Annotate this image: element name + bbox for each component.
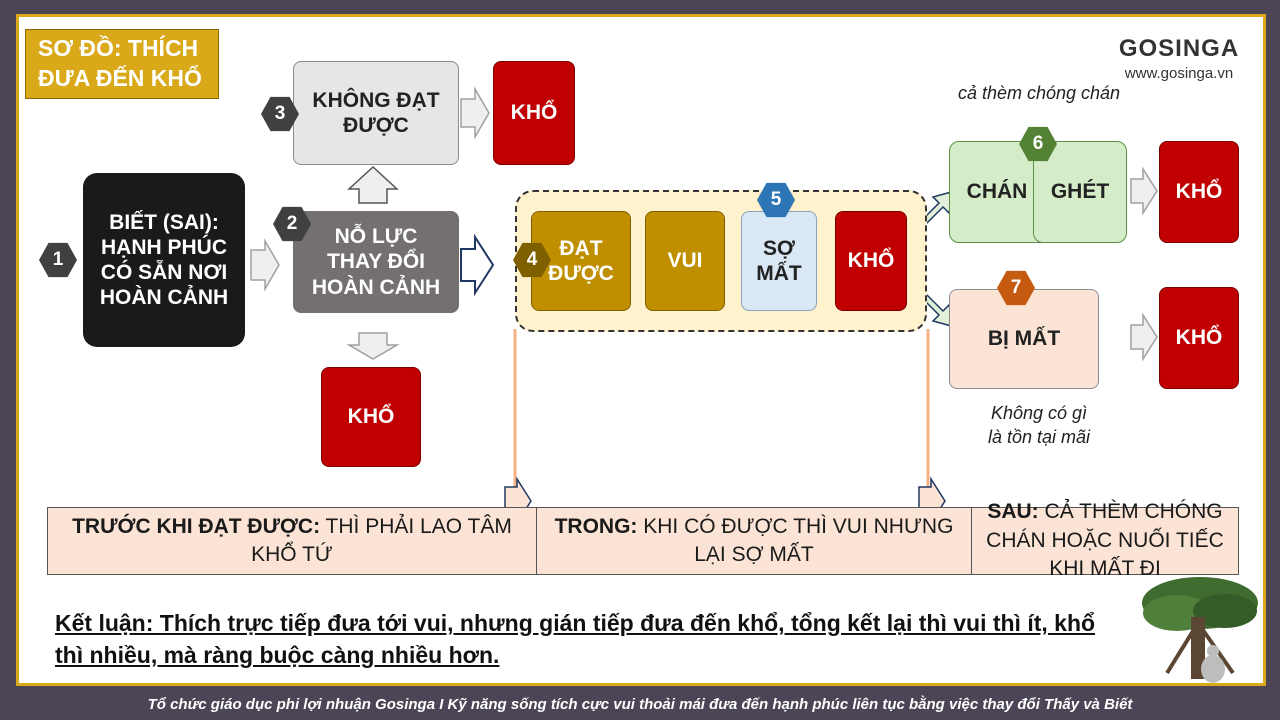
node-kho-group: KHỔ bbox=[835, 211, 907, 311]
arrow-right bbox=[460, 233, 495, 297]
arrow-right bbox=[1130, 166, 1158, 216]
node-so-mat: SỢ MẤT bbox=[741, 211, 817, 311]
phase-during: TRONG: KHI CÓ ĐƯỢC THÌ VUI NHƯNG LẠI SỢ … bbox=[537, 508, 972, 574]
phase-during-head: TRONG: bbox=[554, 514, 638, 538]
logo-brand: GOSINGA bbox=[1118, 35, 1240, 62]
tree-illustration bbox=[1142, 577, 1258, 683]
node-kho-bottom: KHỔ bbox=[321, 367, 421, 467]
badge-3: 3 bbox=[261, 96, 299, 132]
slide-canvas: SƠ ĐỒ: THÍCH ĐƯA ĐẾN KHỔ GOSINGA www.gos… bbox=[16, 14, 1266, 686]
note-ca-them: cả thèm chóng chán bbox=[957, 83, 1121, 103]
node-kho-right-top: KHỔ bbox=[1159, 141, 1239, 243]
conclusion-text: Kết luận: Thích trực tiếp đưa tới vui, n… bbox=[55, 610, 1096, 669]
phase-before-head: TRƯỚC KHI ĐẠT ĐƯỢC: bbox=[72, 514, 321, 538]
badge-1: 1 bbox=[39, 242, 77, 278]
node-no-luc: NỖ LỰC THAY ĐỔI HOÀN CẢNH bbox=[293, 211, 459, 313]
arrow-down bbox=[346, 332, 400, 360]
phase-table: TRƯỚC KHI ĐẠT ĐƯỢC: THÌ PHẢI LAO TÂM KHỔ… bbox=[47, 500, 1239, 580]
arrow-up bbox=[347, 165, 399, 204]
arrow-right bbox=[460, 86, 490, 140]
arrow-right bbox=[250, 238, 280, 292]
footer-text: Tổ chức giáo dục phi lợi nhuận Gosinga I… bbox=[147, 696, 1133, 713]
logo-url: www.gosinga.vn bbox=[1124, 65, 1234, 82]
node-kho-right-bottom: KHỔ bbox=[1159, 287, 1239, 389]
phase-after-body: CẢ THÈM CHÓNG CHÁN HOẶC NUỐI TIẾC KHI MẤ… bbox=[986, 500, 1224, 581]
arrow-right bbox=[1130, 312, 1158, 362]
node-bi-mat: BỊ MẤT bbox=[949, 289, 1099, 389]
phase-during-body: KHI CÓ ĐƯỢC THÌ VUI NHƯNG LẠI SỢ MẤT bbox=[637, 514, 954, 566]
phase-after-head: SAU: bbox=[987, 500, 1039, 524]
note-khong-co-gi: Không có gì là tồn tại mãi bbox=[987, 403, 1091, 448]
badge-6: 6 bbox=[1019, 126, 1057, 162]
badge-2: 2 bbox=[273, 206, 311, 242]
node-vui: VUI bbox=[645, 211, 725, 311]
node-kho-top: KHỔ bbox=[493, 61, 575, 165]
phase-before: TRƯỚC KHI ĐẠT ĐƯỢC: THÌ PHẢI LAO TÂM KHỔ… bbox=[48, 508, 537, 574]
node-khong-dat-duoc: KHÔNG ĐẠT ĐƯỢC bbox=[293, 61, 459, 165]
node-biet-sai: BIẾT (SAI): HẠNH PHÚC CÓ SẴN NƠI HOÀN CẢ… bbox=[83, 173, 245, 347]
phase-after: SAU: CẢ THÈM CHÓNG CHÁN HOẶC NUỐI TIẾC K… bbox=[972, 500, 1238, 580]
slide-title: SƠ ĐỒ: THÍCH ĐƯA ĐẾN KHỔ bbox=[25, 29, 219, 99]
phase-before-body: THÌ PHẢI LAO TÂM KHỔ TỨ bbox=[251, 514, 512, 566]
